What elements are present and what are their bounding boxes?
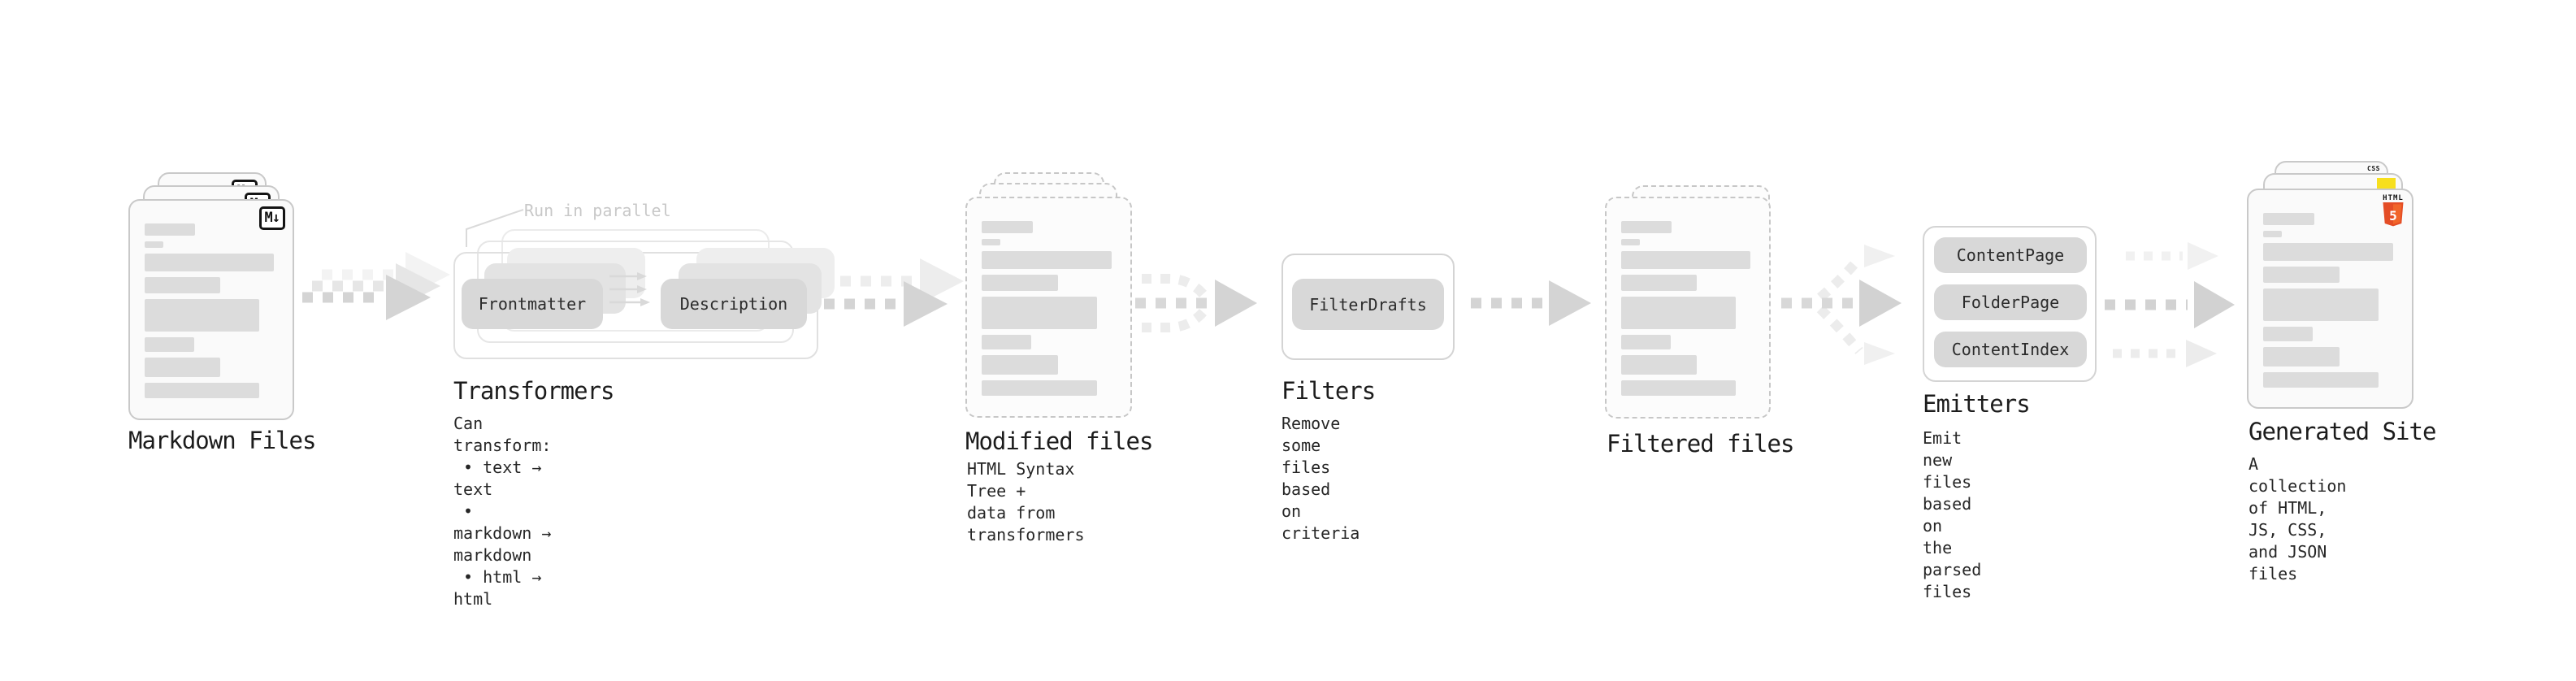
stage-subtext-emitters: Emit new files based on the parsed files [1923, 428, 1982, 601]
stage-subtext-filters: Remove some files based on criteria [1281, 414, 1360, 543]
svg-text:5: 5 [2389, 208, 2397, 223]
stage-label-emitters: Emitters [1923, 390, 2031, 418]
stage-label-filtered-files: Filtered files [1607, 430, 1794, 458]
doc-text-bars [982, 221, 1116, 396]
filtered-doc-front [1605, 197, 1771, 419]
stage-subtext-transformers: Can transform: • text → text • markdown … [453, 414, 552, 609]
stage-label-transformers: Transformers [453, 377, 615, 405]
transformer-pill-frontmatter: Frontmatter [462, 279, 603, 329]
stage-label-filters: Filters [1281, 377, 1376, 405]
stage-label-modified-files: Modified files [965, 427, 1153, 455]
parallel-arrows-icon [609, 272, 650, 306]
js-file-icon [2377, 178, 2396, 189]
arrow-emitters-to-generated [2105, 242, 2235, 367]
annotation-callout-line [466, 209, 524, 247]
arrow-markdown-to-transformers [302, 252, 450, 320]
filter-pill-filterdrafts: FilterDrafts [1292, 279, 1444, 330]
transformer-pill-description: Description [661, 279, 807, 329]
doc-text-bars [1621, 221, 1754, 396]
markdown-icon: M↓ [258, 206, 285, 230]
arrow-filters-to-filtered [1471, 280, 1591, 326]
arrow-filtered-to-emitters [1781, 245, 1902, 365]
run-in-parallel-annotation: Run in parallel [524, 201, 671, 220]
arrow-modified-to-filters [1135, 274, 1257, 332]
modified-doc-front [965, 197, 1132, 418]
generated-doc-html: HTML 5 [2247, 189, 2413, 409]
html5-shield: 5 [2383, 202, 2404, 227]
markdown-doc-front: M↓ [128, 199, 294, 420]
emitter-pill-contentpage: ContentPage [1934, 237, 2087, 273]
stage-subtext-generated-site: A collection of HTML, JS, CSS, and JSON … [2249, 454, 2347, 583]
emitter-pill-folderpage: FolderPage [1934, 284, 2087, 320]
stage-subtext-modified-files: HTML Syntax Tree + data from transformer… [967, 459, 1085, 544]
html5-icon: HTML 5 [2383, 194, 2404, 227]
stage-label-markdown-files: Markdown Files [128, 427, 316, 454]
arrow-transformers-to-modified [824, 258, 964, 327]
doc-text-bars [2263, 213, 2397, 388]
emitter-pill-contentindex: ContentIndex [1934, 332, 2087, 367]
doc-text-bars [145, 223, 278, 398]
stage-label-generated-site: Generated Site [2249, 418, 2436, 445]
